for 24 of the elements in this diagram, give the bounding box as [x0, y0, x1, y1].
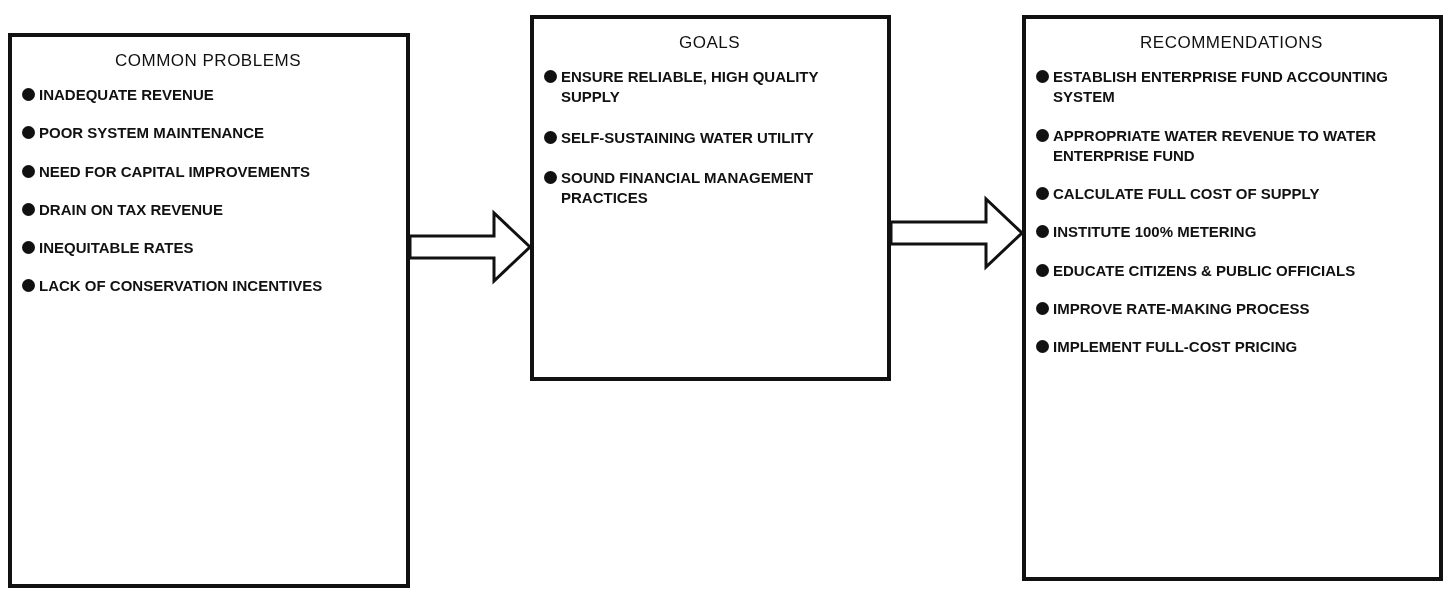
text-box — [530, 15, 891, 381]
text-box — [8, 33, 410, 588]
bullet-item: IMPLEMENT FULL-COST PRICING — [1034, 337, 1298, 358]
block-arrow — [889, 195, 1025, 271]
bullet-item: INSTITUTE 100% METERING — [1034, 222, 1257, 243]
bullet-item: POOR SYSTEM MAINTENANCE — [20, 123, 264, 144]
bullet-item: APPROPRIATE WATER REVENUE TO WATER ENTERPRISE FUND — [1034, 125, 1429, 166]
bullet-item: NEED FOR CAPITAL IMPROVEMENTS — [20, 161, 311, 182]
bullet-item: EDUCATE CITIZENS & PUBLIC OFFICIALS — [1034, 260, 1356, 281]
bullet-item: SELF-SUSTAINING WATER UTILITY — [542, 127, 814, 148]
bullet-item: DRAIN ON TAX REVENUE — [20, 199, 223, 220]
bullet-item: ENSURE RELIABLE, HIGH QUALITY SUPPLY — [542, 67, 861, 108]
bullet-item: INADEQUATE REVENUE — [20, 85, 214, 106]
bullet-item: CALCULATE FULL COST OF SUPPLY — [1034, 184, 1320, 205]
text-box — [1022, 15, 1443, 581]
bullet-item: LACK OF CONSERVATION INCENTIVES — [20, 276, 323, 297]
bullet-item: SOUND FINANCIAL MANAGEMENT PRACTICES — [542, 167, 861, 209]
block-arrow — [408, 209, 533, 285]
box-heading: RECOMMENDATIONS — [1139, 33, 1324, 53]
box-heading: GOALS — [677, 33, 742, 53]
box-heading: COMMON PROBLEMS — [114, 51, 302, 71]
bullet-item: IMPROVE RATE-MAKING PROCESS — [1034, 298, 1310, 319]
bullet-item: ESTABLISH ENTERPRISE FUND ACCOUNTING SYSTEM — [1034, 67, 1429, 108]
bullet-item: INEQUITABLE RATES — [20, 238, 194, 259]
